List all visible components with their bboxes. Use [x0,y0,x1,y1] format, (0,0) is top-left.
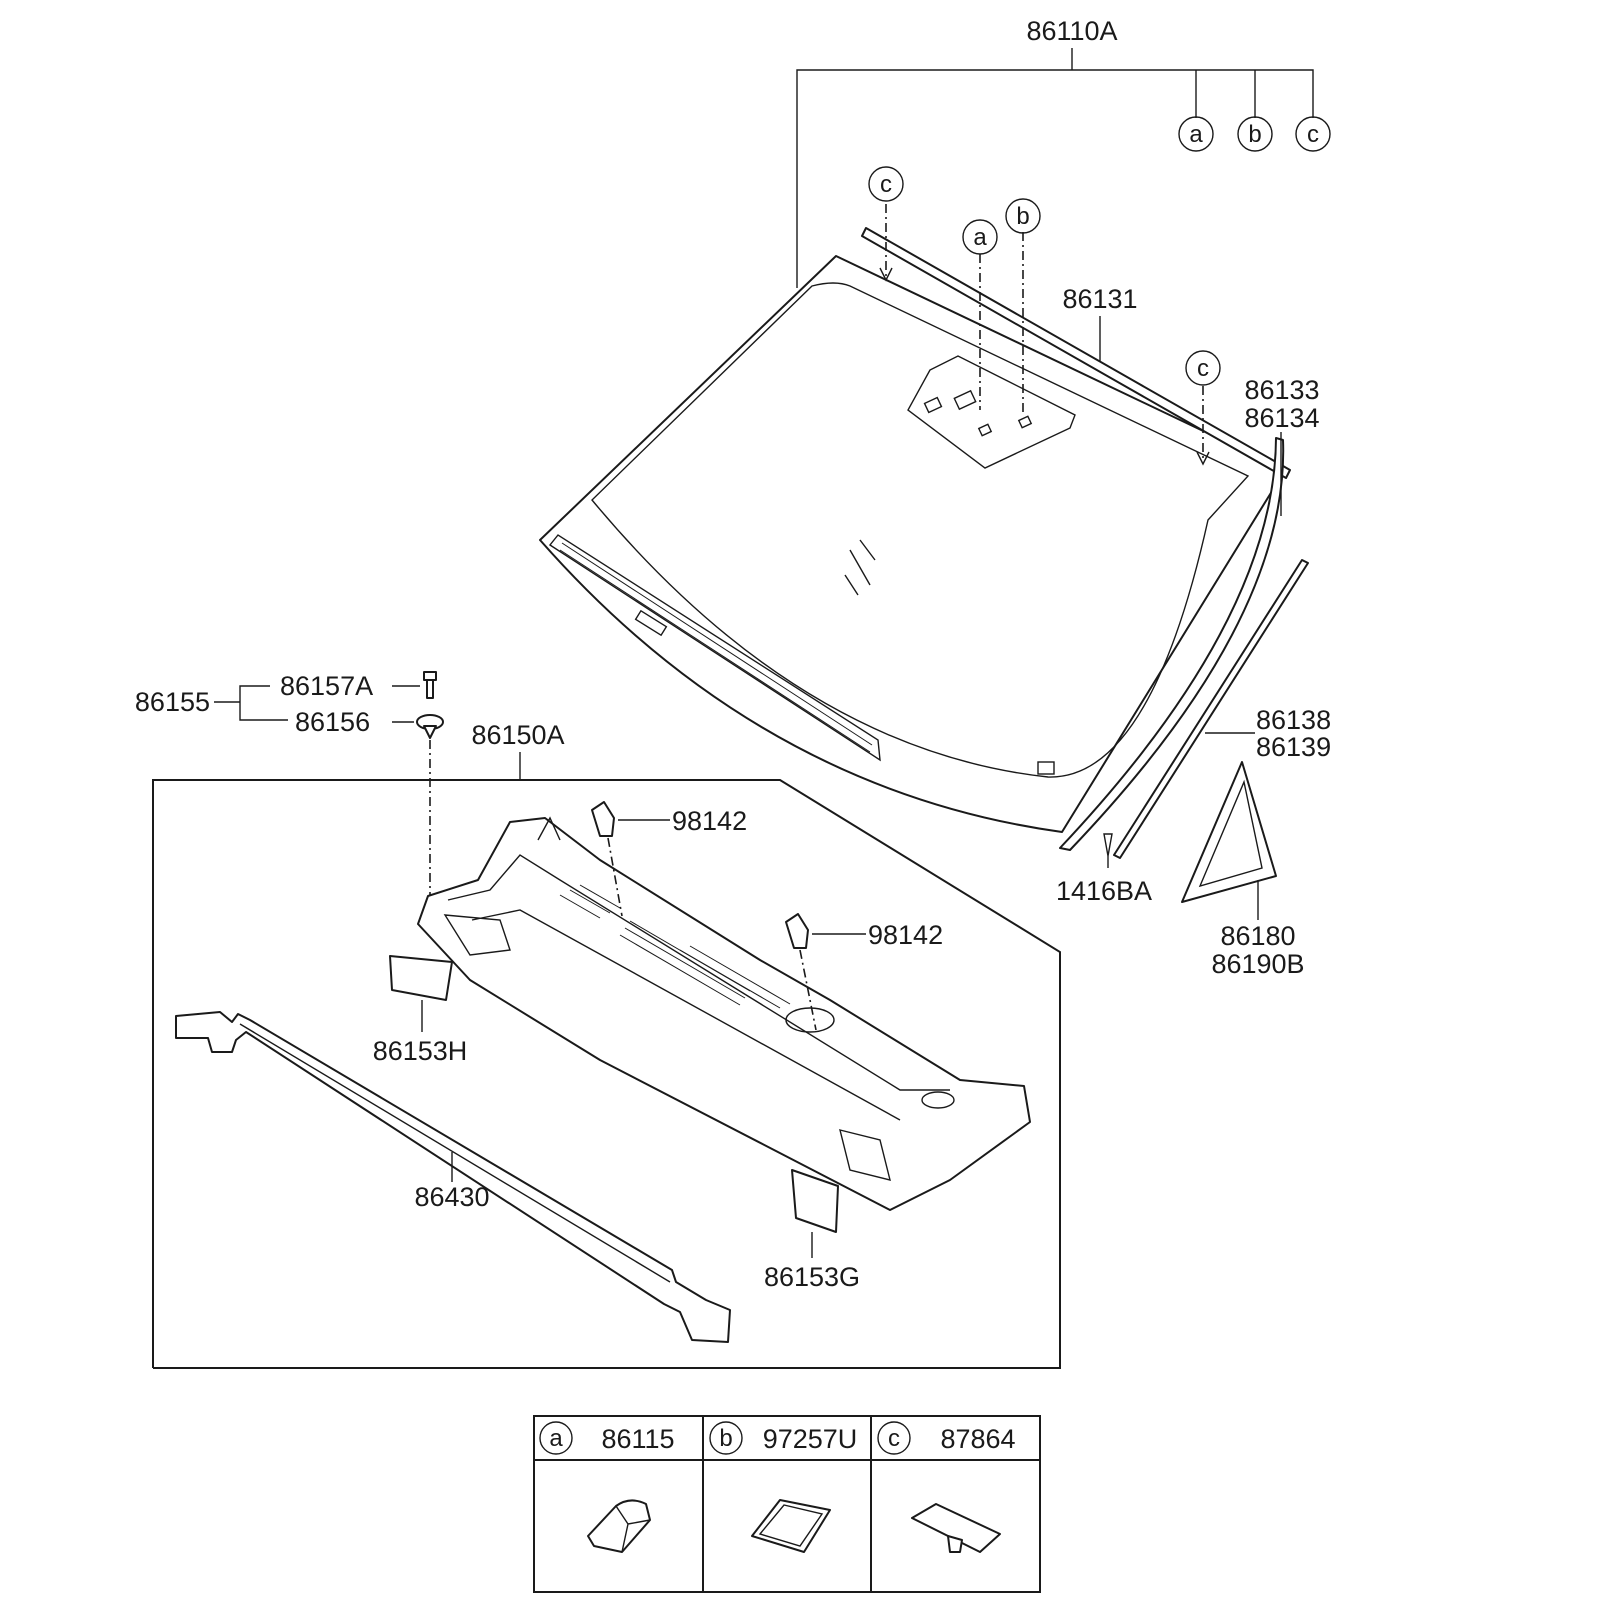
svg-text:b: b [1016,203,1029,230]
callout-circle-a-1: a [962,219,998,255]
legend-part-86115: 86115 [601,1424,674,1454]
callout-circle-b-top: b [1237,116,1273,152]
seal-left [389,955,453,1032]
screw [423,671,437,699]
corner-cover [1181,761,1277,920]
grommet [416,714,444,739]
callout-circle-c-1: c [868,166,904,202]
label-86153G: 86153G [764,1262,860,1292]
legend-cell-a: a 86115 [539,1421,675,1553]
callout-circle-a-top: a [1178,116,1214,152]
legend-part-87864: 87864 [940,1424,1015,1454]
label-86133: 86133 [1244,375,1319,405]
washer-nozzle-2 [785,913,866,949]
svg-text:a: a [1189,121,1203,148]
label-86134: 86134 [1244,403,1319,433]
label-86138: 86138 [1256,705,1331,735]
clip [1103,833,1113,868]
svg-text:c: c [1307,121,1319,148]
label-86155: 86155 [135,687,210,717]
label-86157A: 86157A [280,671,373,701]
label-86131: 86131 [1062,284,1137,314]
legend-table [533,1415,1041,1593]
molding-pillar [1113,559,1309,859]
callout-circle-b-1: b [1005,198,1041,234]
cowl-cover [417,816,1031,1211]
molding-top [861,227,1291,479]
callout-circle-c-2: c [1185,350,1221,386]
label-86190B: 86190B [1211,949,1304,979]
label-98142-2: 98142 [868,920,943,950]
label-86110A: 86110A [1026,16,1117,46]
legend-cell-b: b 97257U [709,1421,858,1553]
legend-part-97257U: 97257U [763,1424,858,1454]
label-86156: 86156 [295,707,370,737]
molding-side [1059,432,1285,851]
legend-cell-c: c 87864 [877,1421,1016,1553]
label-86180: 86180 [1220,921,1295,951]
svg-text:c: c [888,1425,900,1452]
svg-text:b: b [1248,121,1261,148]
svg-text:a: a [973,224,987,251]
label-86430: 86430 [414,1182,489,1212]
callout-circle-c-top: c [1295,116,1331,152]
washer-nozzle-1 [591,801,670,837]
windshield-bracket [796,48,1314,288]
label-86139: 86139 [1256,732,1331,762]
svg-text:c: c [1197,355,1209,382]
label-98142-1: 98142 [672,806,747,836]
label-1416BA: 1416BA [1056,876,1152,906]
label-86153H: 86153H [373,1036,468,1066]
svg-text:c: c [880,171,892,198]
seal-right [791,1169,839,1258]
windshield-glass [539,255,1286,833]
svg-text:a: a [549,1425,563,1452]
weatherstrip [175,1011,731,1343]
fastener-bracket [214,685,420,723]
label-86150A: 86150A [471,720,564,750]
cowl-box [152,752,1061,1369]
svg-text:b: b [719,1425,732,1452]
